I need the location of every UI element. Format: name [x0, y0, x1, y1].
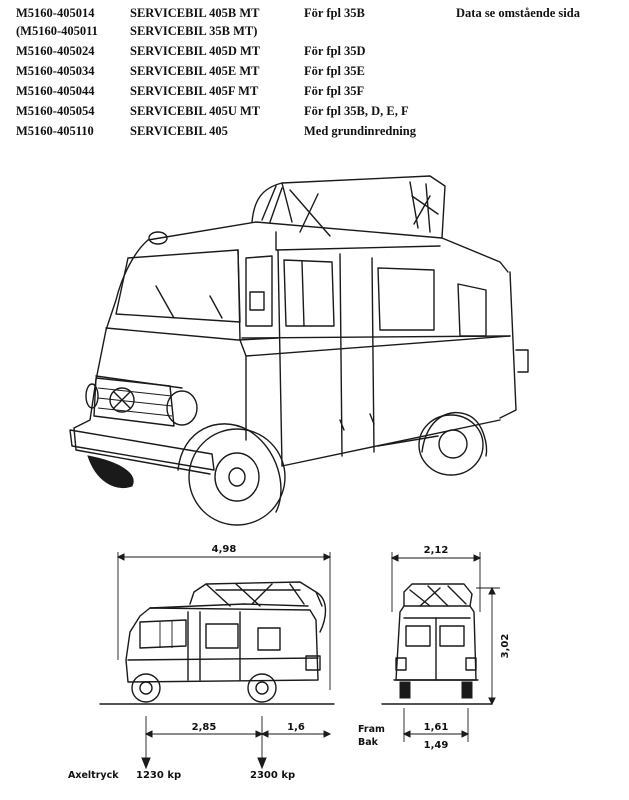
model-listing: M5160-405014 SERVICEBIL 405B MT För fpl …	[16, 6, 616, 141]
model-code: M5160-405014	[16, 6, 95, 20]
model-code: M5160-405034	[16, 64, 95, 78]
rear-elevation-drawing	[381, 552, 500, 742]
model-code: M5160-405054	[16, 104, 95, 118]
model-use: För fpl 35F	[304, 84, 365, 98]
model-row: M5160-405110 SERVICEBIL 405 Med grundinr…	[16, 121, 616, 141]
model-row: M5160-405044 SERVICEBIL 405F MT För fpl …	[16, 81, 616, 101]
front-axle-load: 1230 kp	[136, 770, 181, 781]
model-use: För fpl 35B	[304, 6, 365, 20]
model-name: SERVICEBIL 405D MT	[130, 44, 261, 58]
height-dimension: 3,02	[500, 634, 511, 659]
model-row: M5160-405054 SERVICEBIL 405U MT För fpl …	[16, 101, 616, 121]
model-use: För fpl 35D	[304, 44, 366, 58]
width-dimension: 2,12	[424, 545, 449, 556]
model-code: M5160-405024	[16, 44, 95, 58]
header-note: Data se omstående sida	[456, 6, 580, 20]
model-code: M5160-405110	[16, 124, 94, 138]
front-label: Fram	[358, 724, 385, 735]
front-track-dimension: 1,61	[424, 722, 449, 733]
wheelbase-dimension: 2,85	[192, 722, 217, 733]
model-use: Med grundinredning	[304, 124, 416, 138]
model-name: SERVICEBIL 405U MT	[130, 104, 261, 118]
rear-axle-load: 2300 kp	[250, 770, 295, 781]
model-name: SERVICEBIL 35B MT)	[130, 24, 258, 38]
model-name: SERVICEBIL 405E MT	[130, 64, 260, 78]
perspective-van-illustration	[69, 175, 529, 526]
model-row: M5160-405014 SERVICEBIL 405B MT För fpl …	[16, 6, 616, 21]
rear-overhang-dimension: 1,6	[287, 722, 305, 733]
model-name: SERVICEBIL 405	[130, 124, 228, 138]
rear-track-dimension: 1,49	[424, 740, 449, 751]
model-row: M5160-405024 SERVICEBIL 405D MT För fpl …	[16, 41, 616, 61]
axle-load-label: Axeltryck	[68, 770, 119, 781]
model-name: SERVICEBIL 405F MT	[130, 84, 259, 98]
model-use: För fpl 35E	[304, 64, 365, 78]
side-elevation-drawing	[99, 552, 335, 770]
model-use: För fpl 35B, D, E, F	[304, 104, 409, 118]
length-dimension: 4,98	[212, 544, 237, 555]
rear-label: Bak	[358, 737, 379, 748]
model-row: M5160-405034 SERVICEBIL 405E MT För fpl …	[16, 61, 616, 81]
model-code: M5160-405044	[16, 84, 95, 98]
model-code: (M5160-405011	[16, 24, 98, 38]
model-name: SERVICEBIL 405B MT	[130, 6, 260, 20]
model-row: (M5160-405011 SERVICEBIL 35B MT)	[16, 21, 616, 41]
